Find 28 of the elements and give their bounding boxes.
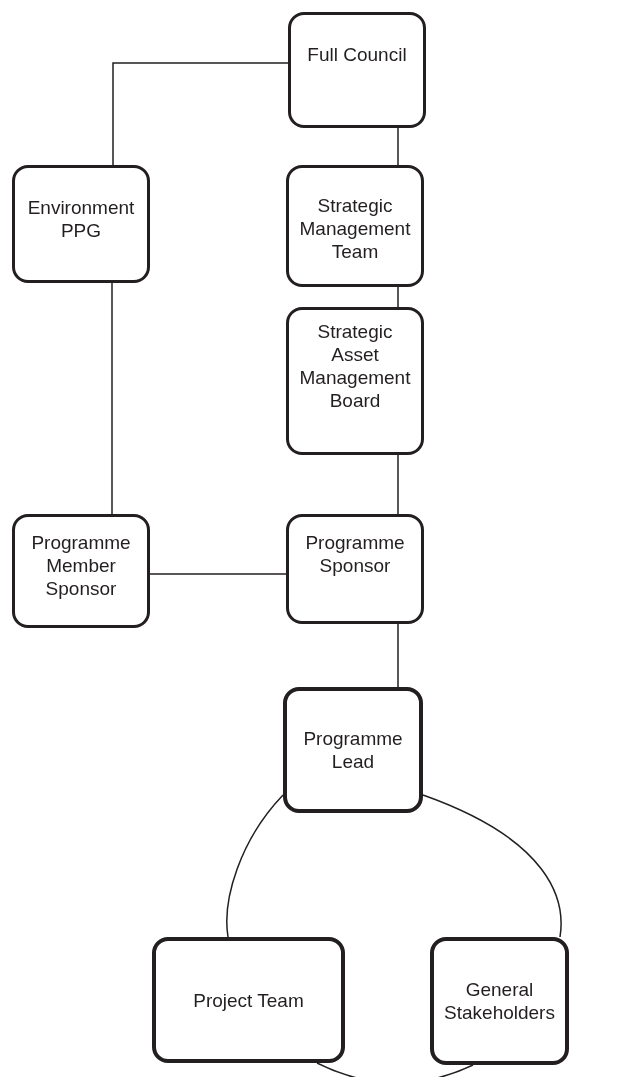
- org-box: [286, 307, 424, 455]
- org-box: [288, 12, 426, 128]
- box-label: Strategic Management Team: [298, 194, 412, 263]
- connector-line: [112, 62, 289, 166]
- box-label: Environment PPG: [26, 196, 136, 242]
- org-box: [286, 165, 424, 287]
- org-box: [152, 937, 345, 1063]
- box-label: Programme Lead: [302, 727, 404, 773]
- connector-line: [422, 794, 562, 938]
- connector-line: [397, 454, 399, 515]
- connector-line: [397, 286, 399, 308]
- connector-line: [397, 623, 399, 688]
- box-label: General Stakeholders: [443, 978, 556, 1024]
- box-label: Programme Sponsor: [304, 531, 406, 577]
- org-box: [12, 514, 150, 628]
- box-label: Full Council: [307, 43, 407, 66]
- connector-line: [397, 127, 399, 166]
- connector-line: [111, 282, 113, 515]
- box-label: Project Team: [193, 988, 304, 1012]
- box-label: Programme Member Sponsor: [30, 531, 132, 600]
- org-box: [430, 937, 569, 1065]
- org-box: [12, 165, 150, 283]
- org-box: [286, 514, 424, 624]
- box-label: Strategic Asset Management Board: [298, 320, 412, 412]
- connector-line: [226, 794, 284, 938]
- org-box: [283, 687, 423, 813]
- connector-line: [316, 1062, 474, 1077]
- connector-line: [149, 573, 287, 575]
